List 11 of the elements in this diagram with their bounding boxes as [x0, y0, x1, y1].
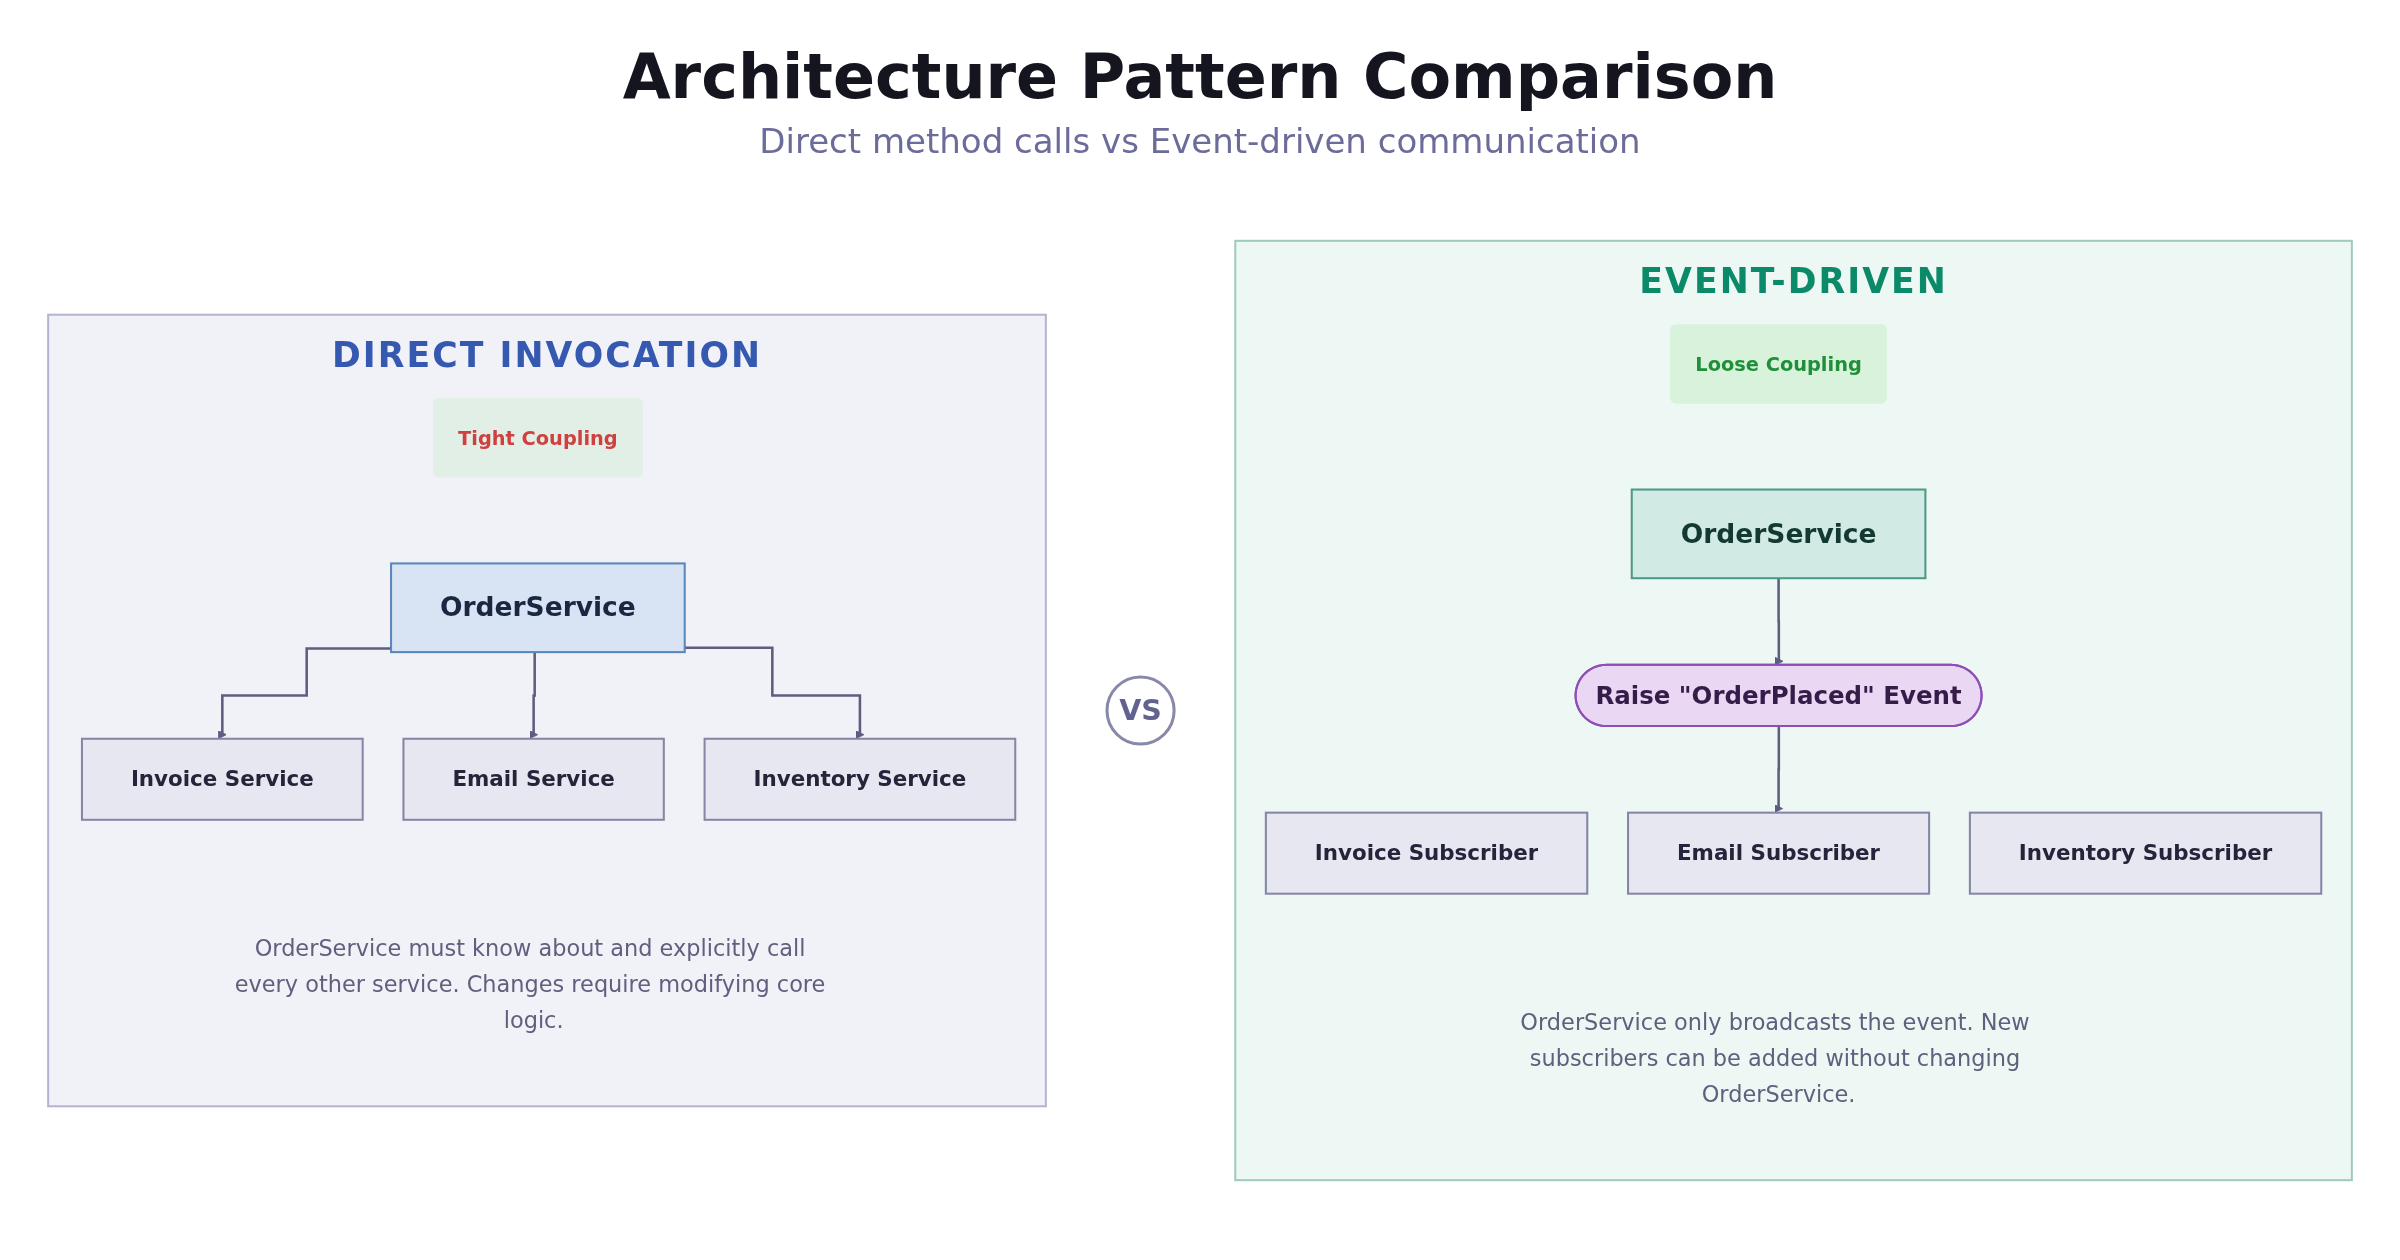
node-box: Invoice Subscriber — [1264, 811, 1589, 895]
node-box: OrderService — [390, 562, 686, 654]
diagram-title: Architecture Pattern Comparison — [622, 40, 1778, 113]
node-box: OrderService — [1630, 488, 1927, 580]
subtitle: Direct method calls vs Event-driven communication — [759, 121, 1641, 161]
node-circle: VS — [1105, 675, 1176, 746]
node-box: Invoice Service — [80, 737, 364, 821]
node-box: Inventory Subscriber — [1968, 811, 2323, 895]
node-box: Email Subscriber — [1627, 811, 1931, 895]
node-box: Inventory Service — [703, 737, 1017, 821]
node-box: Email Service — [402, 737, 665, 821]
